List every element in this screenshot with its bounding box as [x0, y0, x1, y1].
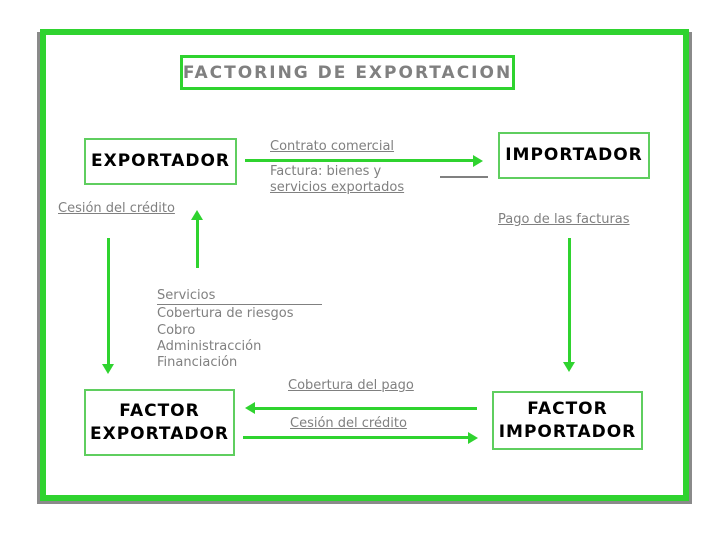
servicios-item: Cobertura de riesgos [157, 306, 294, 322]
arrow-line [107, 238, 110, 366]
exportador-box: EXPORTADOR [84, 138, 237, 185]
arrow-line [568, 238, 571, 364]
short-gray-line [440, 176, 488, 178]
cesion-del-credito-top-label: Cesión del crédito [58, 201, 175, 216]
factura-label-line2: servicios exportados [270, 180, 405, 195]
servicios-title: Servicios [157, 288, 322, 306]
servicios-item: Financiación [157, 355, 238, 371]
page-title: FACTORING DE EXPORTACION [182, 62, 513, 83]
slide-border-frame [40, 29, 689, 501]
contrato-comercial-label: Contrato comercial [270, 139, 395, 154]
arrow-up-icon [191, 210, 203, 220]
arrow-line [255, 407, 477, 410]
factor-exportador-label-line1: FACTOR [119, 400, 200, 421]
factor-importador-box: FACTOR IMPORTADOR [492, 391, 643, 450]
arrow-right-icon [468, 432, 478, 444]
factor-exportador-box: FACTOR EXPORTADOR [84, 389, 235, 456]
factura-label-line1: Factura: bienes y [270, 164, 382, 179]
arrow-down-icon [102, 364, 114, 374]
title-box: FACTORING DE EXPORTACION [180, 55, 515, 90]
servicios-item: Administracción [157, 338, 262, 354]
arrow-line [196, 219, 199, 268]
cobertura-del-pago-label: Cobertura del pago [288, 378, 414, 393]
arrow-down-icon [563, 362, 575, 372]
arrow-right-icon [473, 155, 483, 167]
arrow-line [245, 159, 473, 162]
servicios-item: Cobro [157, 322, 196, 338]
factor-importador-label-line1: FACTOR [527, 398, 608, 419]
arrow-left-icon [245, 402, 255, 414]
arrow-line [243, 436, 468, 439]
cesion-del-credito-bottom-label: Cesión del crédito [290, 416, 407, 431]
importador-label: IMPORTADOR [505, 145, 643, 166]
pago-de-las-facturas-label: Pago de las facturas [498, 212, 630, 227]
servicios-list: Servicios Cobertura de riesgos Cobro Adm… [157, 288, 322, 371]
importador-box: IMPORTADOR [498, 132, 650, 179]
factor-exportador-label-line2: EXPORTADOR [89, 423, 230, 444]
exportador-label: EXPORTADOR [90, 151, 231, 172]
factor-importador-label-line2: IMPORTADOR [498, 421, 637, 442]
